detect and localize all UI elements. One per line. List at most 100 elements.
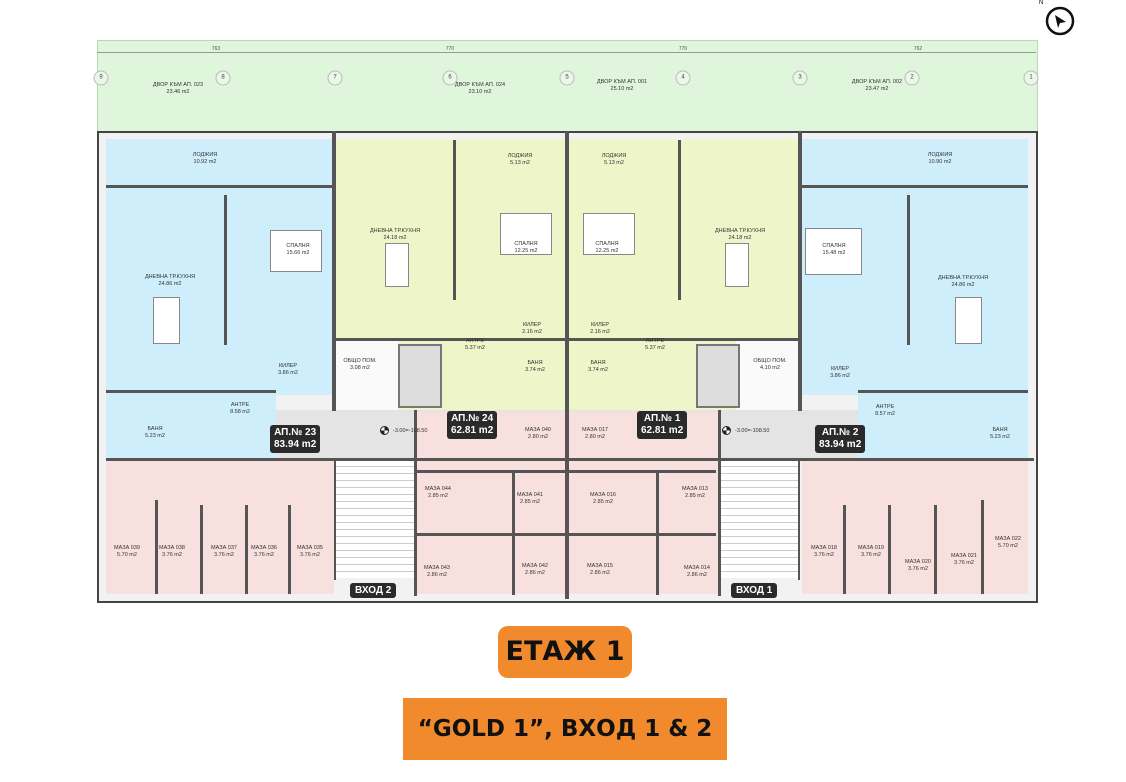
wall bbox=[934, 505, 937, 594]
wall bbox=[336, 338, 566, 341]
wall bbox=[155, 500, 158, 594]
wall bbox=[565, 131, 569, 599]
wall bbox=[288, 505, 291, 594]
dining-table bbox=[955, 297, 982, 344]
grid-axis: 5 bbox=[559, 70, 575, 86]
staircase-right bbox=[720, 460, 798, 578]
north-arrow-icon: N bbox=[1039, 0, 1075, 36]
wall bbox=[332, 131, 336, 411]
storage-right bbox=[802, 460, 1028, 594]
wall bbox=[981, 500, 984, 594]
wall bbox=[656, 470, 659, 595]
wall bbox=[678, 140, 681, 300]
bed bbox=[805, 228, 862, 275]
grid-axis: 2 bbox=[904, 70, 920, 86]
dining-table bbox=[385, 243, 409, 287]
dining-table bbox=[725, 243, 749, 287]
grid-axis: 7 bbox=[327, 70, 343, 86]
elevator-left bbox=[398, 344, 442, 408]
building-title: “GOLD 1”, ВХОД 1 & 2 bbox=[403, 698, 727, 760]
wall bbox=[200, 505, 203, 594]
wall bbox=[569, 338, 799, 341]
wall bbox=[416, 533, 716, 536]
grid-axis: 6 bbox=[442, 70, 458, 86]
wall bbox=[843, 505, 846, 594]
wall bbox=[718, 410, 721, 596]
yard-band bbox=[97, 40, 1038, 134]
grid-axis: 8 bbox=[215, 70, 231, 86]
storage-left bbox=[106, 460, 334, 594]
common-room-right bbox=[736, 340, 798, 410]
bed bbox=[500, 213, 552, 255]
grid-axis: 1 bbox=[1023, 70, 1039, 86]
wall bbox=[334, 460, 336, 580]
dimension: 770 bbox=[445, 46, 455, 52]
wall bbox=[224, 195, 227, 345]
entrance-2-label: ВХОД 2 bbox=[350, 583, 397, 598]
dimension-line bbox=[97, 52, 1036, 53]
bed bbox=[270, 230, 322, 272]
wall bbox=[106, 185, 332, 188]
wall bbox=[798, 460, 800, 580]
apartment-2-bath-entry bbox=[858, 395, 1028, 460]
wall bbox=[106, 390, 276, 393]
common-room-label: ОБЩО ПОМ.4.10 m2 bbox=[753, 358, 787, 371]
level-mark-icon bbox=[722, 426, 731, 435]
wall bbox=[888, 505, 891, 594]
dimension: 763 bbox=[211, 46, 221, 52]
wall bbox=[453, 140, 456, 300]
dimension: 770 bbox=[678, 46, 688, 52]
north-label: N bbox=[1039, 0, 1044, 6]
floor-plan: 763 770 770 762 9 8 7 6 5 4 3 2 1 ДВОР К… bbox=[93, 40, 1039, 603]
elevator-right bbox=[696, 344, 740, 408]
wall bbox=[106, 458, 1034, 461]
staircase-left bbox=[336, 460, 414, 578]
wall bbox=[416, 470, 716, 473]
grid-axis: 4 bbox=[675, 70, 691, 86]
level-mark-icon bbox=[380, 426, 389, 435]
entrance-1-label: ВХОД 1 bbox=[731, 583, 778, 598]
wall bbox=[512, 470, 515, 595]
common-room-label: ОБЩО ПОМ.3.08 m2 bbox=[343, 358, 377, 371]
level-mark: -3.00=-108.50 bbox=[380, 426, 427, 435]
dining-table bbox=[153, 297, 180, 344]
apartment-23-bath-entry bbox=[106, 395, 276, 460]
